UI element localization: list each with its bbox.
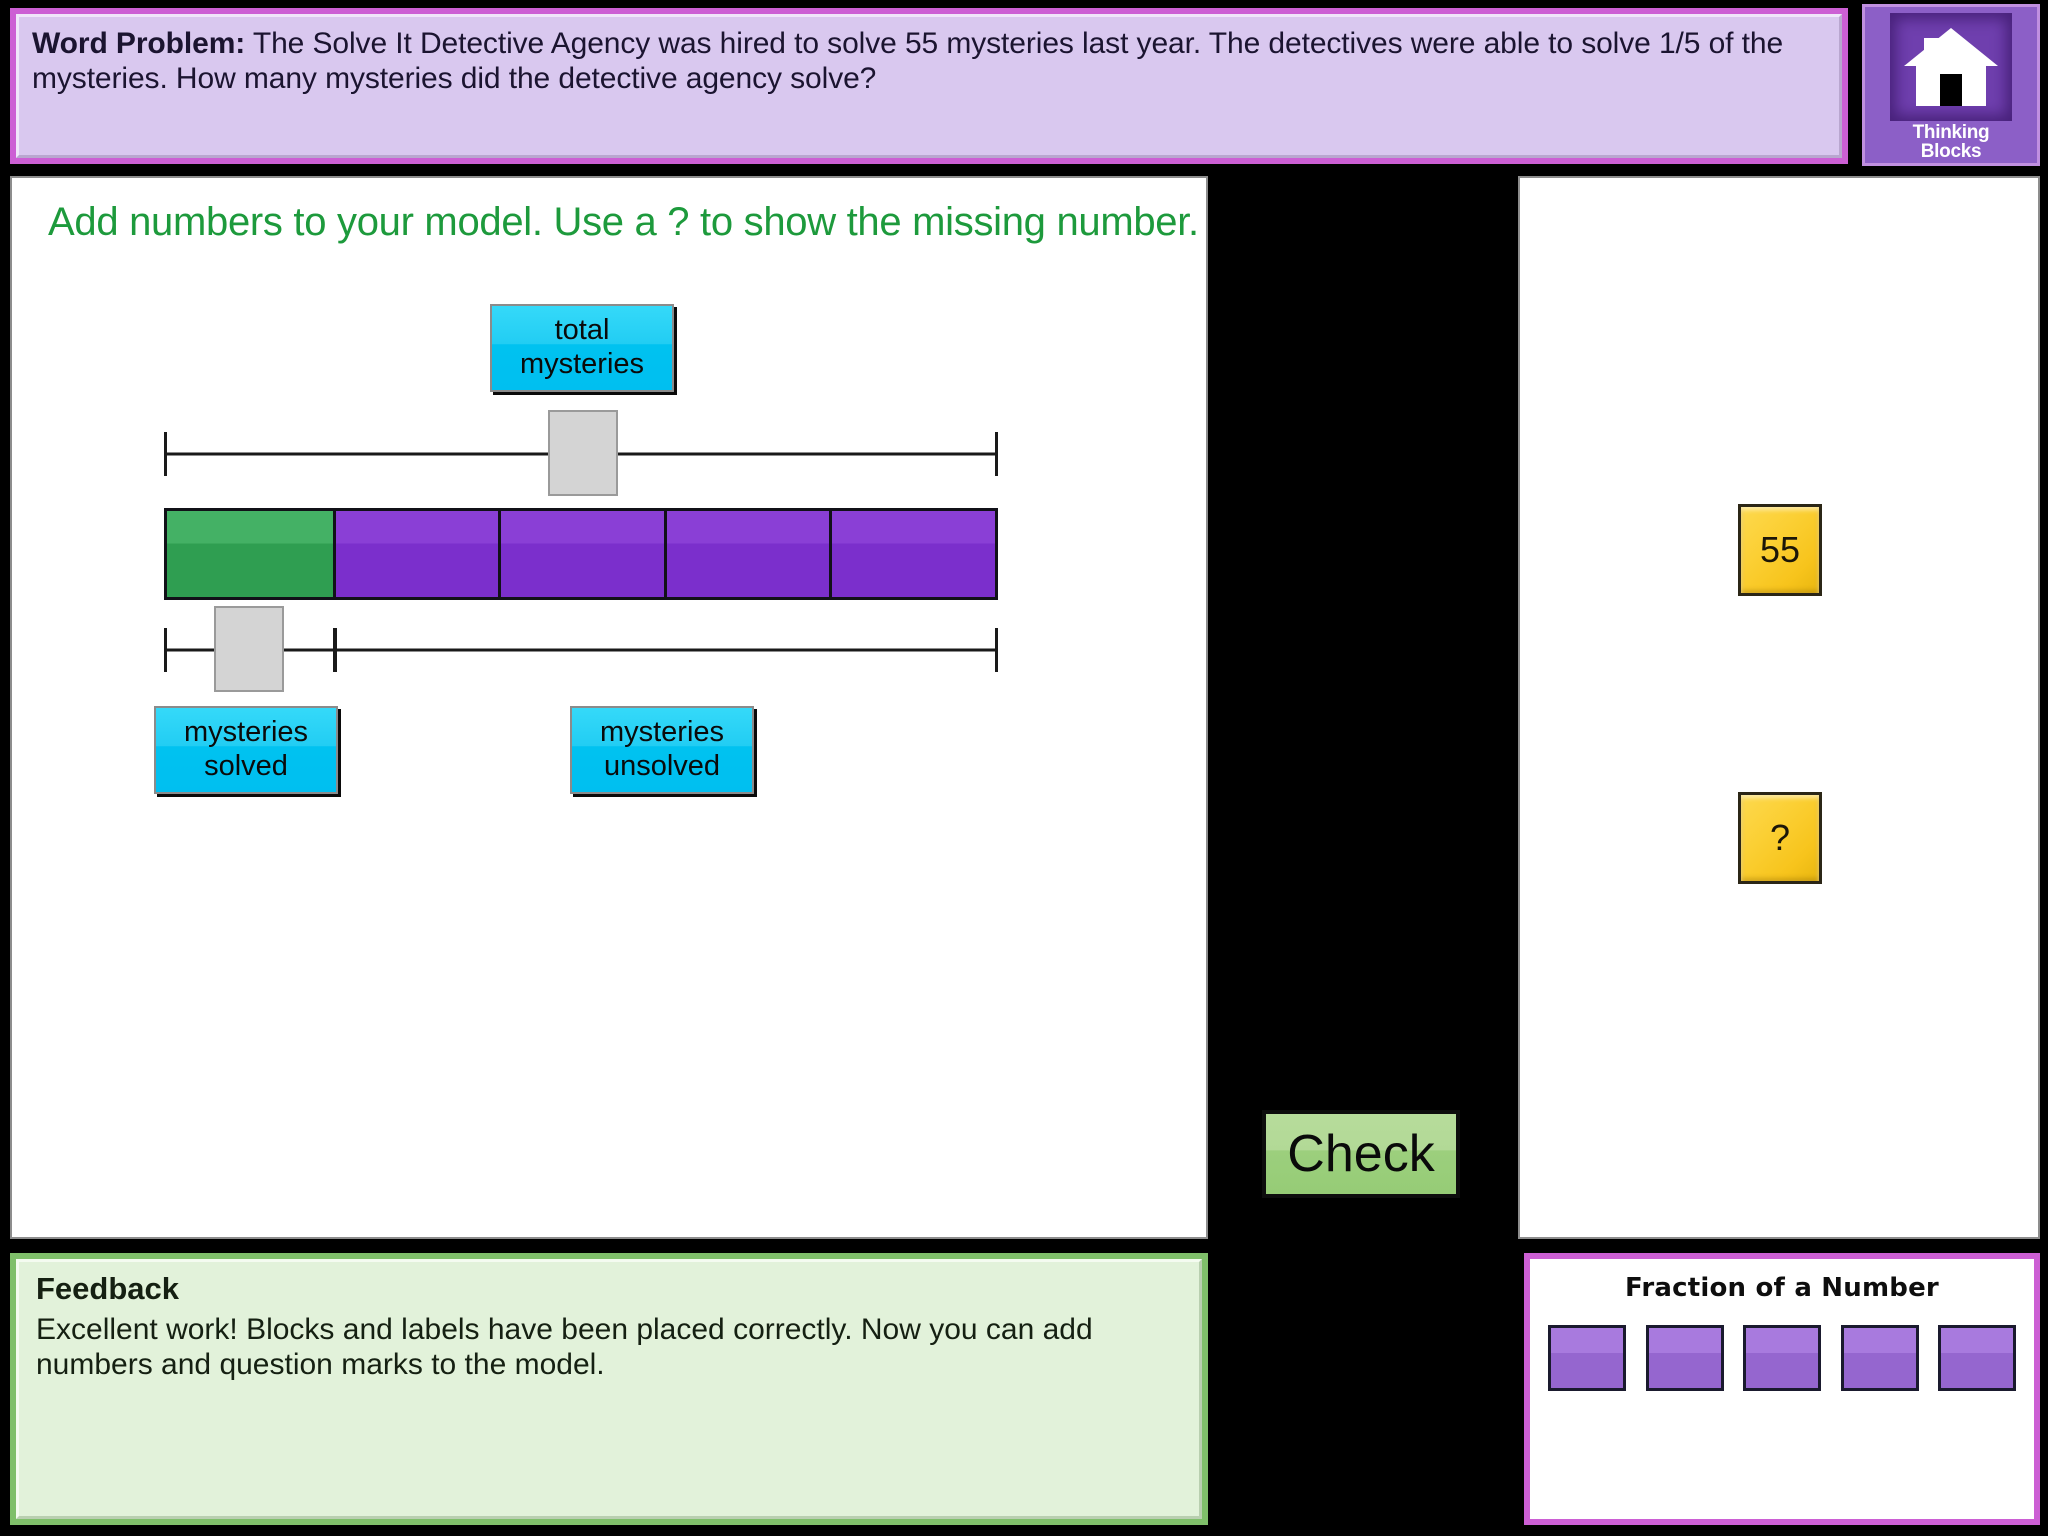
bottom-bracket-remainder-tick-right (995, 628, 998, 672)
label-unsolved-line-1: mysteries (599, 716, 725, 749)
block-part-5[interactable] (829, 511, 995, 597)
bottom-bracket-remainder (334, 628, 998, 672)
feedback-panel: Feedback Excellent work! Blocks and labe… (10, 1253, 1208, 1525)
topic-square (1743, 1325, 1821, 1391)
feedback-message: Excellent work! Blocks and labels have b… (36, 1313, 1093, 1381)
bar-model: total mysteries (12, 178, 1206, 1237)
model-work-panel: Add numbers to your model. Use a ? to sh… (10, 176, 1208, 1239)
top-bracket-tick-left (164, 432, 167, 476)
block-part-4[interactable] (663, 511, 830, 597)
block-part-3[interactable] (498, 511, 664, 597)
thinking-blocks-logo[interactable]: Thinking Blocks (1862, 4, 2040, 166)
number-tile-question[interactable]: ? (1738, 792, 1822, 884)
bottom-bracket-part-tick-left (164, 628, 167, 672)
logo-line-1: Thinking (1912, 122, 1990, 143)
label-tile-mysteries-solved[interactable]: mysteries solved (154, 706, 338, 794)
blocks-row (164, 508, 998, 600)
topic-title: Fraction of a Number (1625, 1273, 1939, 1303)
block-part-1[interactable] (167, 511, 333, 597)
label-unsolved-line-2: unsolved (603, 750, 721, 782)
word-problem-panel: Word Problem: The Solve It Detective Age… (10, 8, 1848, 164)
instruction-text: Add numbers to your model. Use a ? to sh… (48, 200, 1199, 244)
feedback-title: Feedback (36, 1271, 180, 1306)
label-solved-line-2: solved (204, 750, 288, 782)
bottom-bracket-remainder-bar (334, 648, 998, 652)
label-tile-mysteries-unsolved[interactable]: mysteries unsolved (570, 706, 754, 794)
block-part-2[interactable] (332, 511, 499, 597)
label-total-line-1: total (554, 314, 610, 347)
part-number-input[interactable] (214, 606, 284, 692)
label-total-line-2: mysteries (519, 348, 645, 380)
topic-square (1645, 1325, 1724, 1391)
logo-line-2: Blocks (1920, 141, 1982, 163)
feedback-bevel (16, 1259, 1202, 1519)
number-tile-55[interactable]: 55 (1738, 504, 1822, 596)
topic-square-row (1548, 1325, 2016, 1391)
word-problem-label: Word Problem: (32, 27, 246, 60)
word-problem-body: The Solve It Detective Agency was hired … (32, 27, 1784, 96)
check-button[interactable]: Check (1262, 1110, 1460, 1198)
bottom-bracket-remainder-tick-left (334, 628, 337, 672)
topic-panel: Fraction of a Number (1524, 1253, 2040, 1525)
topic-square (1840, 1325, 1919, 1391)
logo-text: Thinking Blocks (1913, 123, 1990, 162)
label-solved-line-1: mysteries (183, 716, 309, 749)
word-problem-text: Word Problem: The Solve It Detective Age… (32, 26, 1826, 96)
label-tile-total-mysteries[interactable]: total mysteries (490, 304, 674, 392)
bottom-bracket-part-tick-right (333, 628, 336, 672)
house-icon (1890, 13, 2012, 121)
top-bracket-tick-right (995, 432, 998, 476)
topic-square (1548, 1325, 1626, 1391)
total-number-input[interactable] (548, 410, 618, 496)
number-tray-panel: 55 ? (1518, 176, 2040, 1239)
topic-square (1938, 1325, 2016, 1391)
